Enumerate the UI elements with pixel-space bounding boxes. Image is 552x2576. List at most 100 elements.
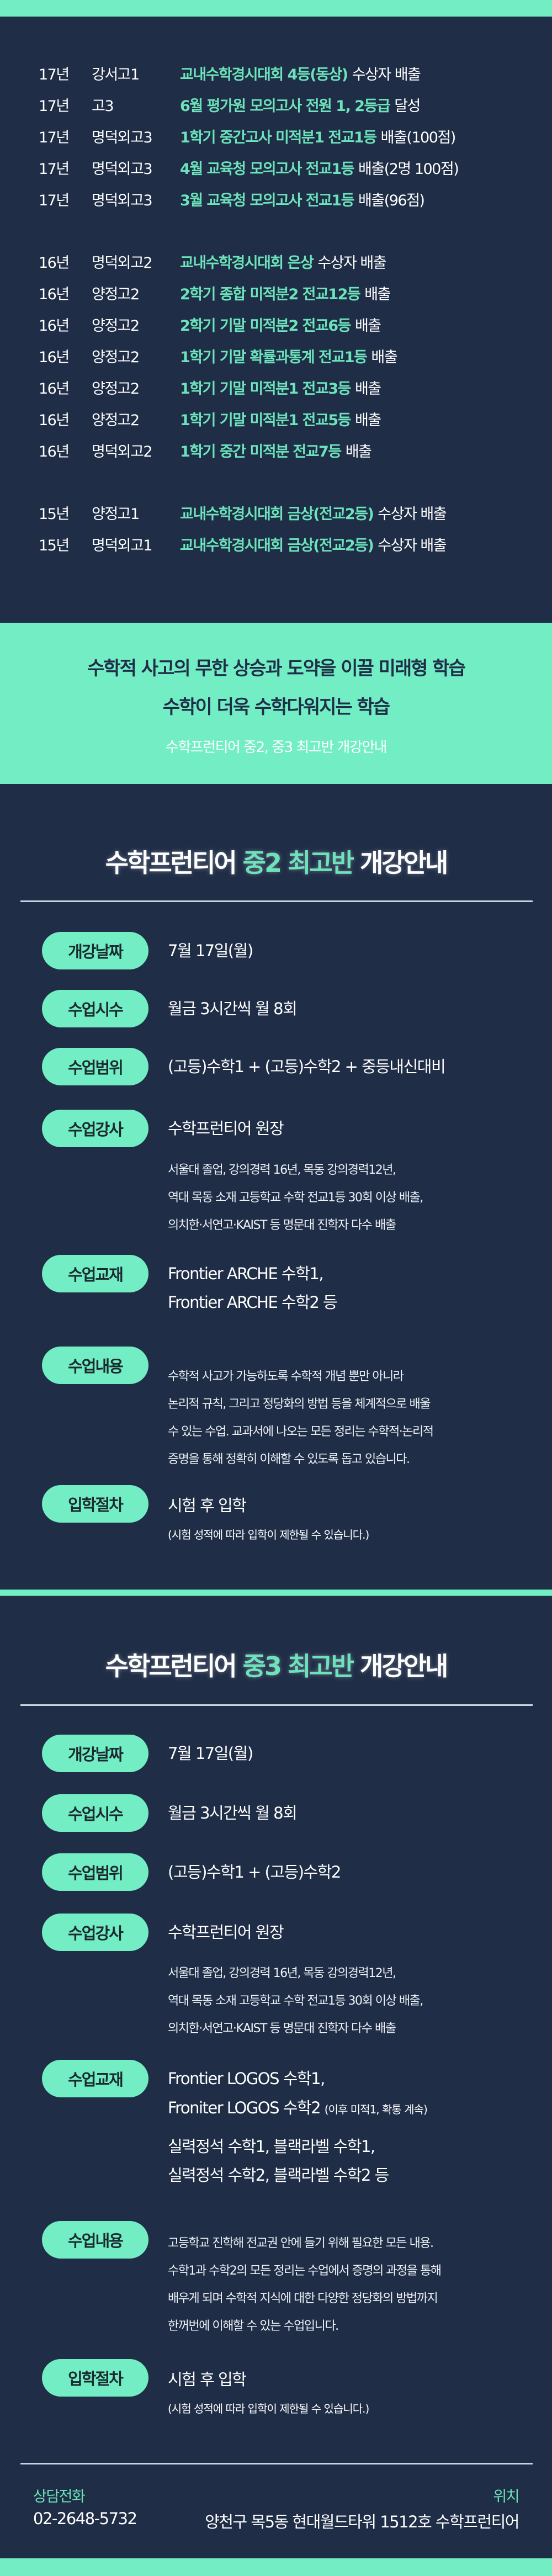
record-rest: 수상자 배출	[352, 66, 421, 83]
slogan-subtitle: 수학프런티어 중2, 중3 최고반 개강안내	[165, 739, 388, 756]
record-highlight: 교내수학경시대회 금상(전교2등)	[180, 506, 374, 523]
label-pill: 수업시수	[42, 1794, 148, 1832]
record-school: 명덕외고1	[92, 537, 153, 554]
slogan-line-2: 수학이 더욱 수학다워지는 학습	[162, 696, 390, 718]
record-year: 16년	[39, 443, 70, 460]
slogan-band	[0, 623, 552, 784]
title-suffix: 개강안내	[359, 1651, 448, 1681]
footer-divider	[20, 2463, 533, 2464]
label-pill: 입학절차	[42, 2359, 148, 2397]
record-highlight: 3월 교육청 모의고사 전교1등	[180, 192, 355, 209]
record-school: 명덕외고3	[92, 161, 153, 178]
record-year: 16년	[39, 255, 70, 272]
slogan-line-1: 수학적 사고의 무한 상승과 도약을 이끌 미래형 학습	[87, 658, 466, 680]
label-pill: 개강날짜	[42, 1735, 148, 1772]
content-line: 수 있는 수업. 교과서에 나오는 모든 정리는 수학적·논리적	[168, 1425, 434, 1439]
title-accent: 중3 최고반	[242, 1651, 354, 1681]
admission-note: (시험 성적에 따라 입학이 제한될 수 있습니다.)	[168, 1528, 369, 1541]
record-rest: 배출	[354, 317, 381, 335]
record-rest: 달성	[394, 98, 421, 115]
record-school: 명덕외고3	[92, 129, 153, 146]
book-line: Frontier ARCHE 수학1,	[168, 1264, 324, 1283]
record-school: 양정고2	[92, 286, 140, 303]
teacher-detail: 서울대 졸업, 강의경력 16년, 목동 강의경력12년,	[168, 1163, 396, 1177]
record-rest: 배출	[364, 286, 391, 303]
title-prefix: 수학프런티어	[105, 1651, 237, 1681]
section-separator-bar	[0, 1589, 552, 1596]
label-pill: 수업교재	[42, 1255, 148, 1292]
record-rest: 배출(96점)	[358, 192, 425, 209]
section-divider	[20, 1704, 533, 1706]
record-highlight: 1학기 기말 미적분1 전교3등	[180, 380, 351, 397]
record-year: 15년	[39, 537, 70, 554]
record-rest: 수상자 배출	[317, 255, 386, 272]
record-school: 고3	[92, 98, 114, 115]
content-line: 논리적 규칙, 그리고 정당화의 방법 등을 체계적으로 배울	[168, 1397, 431, 1411]
record-highlight: 1학기 중간 미적분 전교7등	[180, 443, 342, 460]
record-highlight: 6월 평가원 모의고사 전원 1, 2등급	[180, 98, 391, 115]
info-value: 수학프런티어 원장	[168, 1923, 284, 1942]
book-line: 실력정석 수학2, 블랙라벨 수학2 등	[168, 2166, 389, 2185]
record-row: 15년 양정고1 교내수학경시대회 금상(전교2등)수상자 배출	[39, 497, 535, 528]
record-highlight: 교내수학경시대회 4등(동상)	[180, 66, 348, 83]
book-line: Frontier LOGOS 수학1,	[168, 2069, 325, 2088]
record-school: 명덕외고2	[92, 443, 153, 460]
record-year: 15년	[39, 506, 70, 523]
content-line: 수학적 사고가 가능하도록 수학적 개념 뿐만 아니라	[168, 1370, 404, 1384]
record-school: 명덕외고3	[92, 192, 153, 209]
record-highlight: 교내수학경시대회 은상	[180, 255, 314, 272]
record-year: 17년	[39, 66, 70, 83]
record-school: 양정고2	[92, 349, 140, 366]
teacher-detail: 역대 목동 소재 고등학교 수학 전교1등 30회 이상 배출,	[168, 1994, 423, 2008]
record-school: 명덕외고2	[92, 255, 153, 272]
info-value: 월금 3시간씩 월 8회	[168, 999, 298, 1018]
phone-number[interactable]: 02-2648-5732	[33, 2509, 137, 2528]
record-highlight: 1학기 기말 미적분1 전교5등	[180, 412, 351, 429]
record-year: 16년	[39, 317, 70, 335]
record-highlight: 2학기 종합 미적분2 전교12등	[180, 286, 361, 303]
phone-label: 상담전화	[33, 2488, 86, 2505]
content-line: 고등학교 진학해 전교권 안에 들기 위해 필요한 모든 내용.	[168, 2236, 434, 2250]
label-pill: 개강날짜	[42, 932, 148, 969]
label-pill: 수업내용	[42, 2221, 148, 2259]
record-year: 17년	[39, 161, 70, 178]
content-line: 증명을 통해 정확히 이해할 수 있도록 돕고 있습니다.	[168, 1453, 410, 1466]
record-year: 16년	[39, 412, 70, 429]
label-pill: 수업범위	[42, 1048, 148, 1085]
info-value: (고등)수학1 + (고등)수학2 + 중등내신대비	[168, 1057, 446, 1076]
record-year: 16년	[39, 286, 70, 303]
content-line: 배우게 되며 수학적 지식에 대한 다양한 정당화의 방법까지	[168, 2292, 438, 2305]
teacher-detail: 서울대 졸업, 강의경력 16년, 목동 강의경력12년,	[168, 1967, 396, 1980]
record-highlight: 1학기 기말 확률과통계 전교1등	[180, 349, 368, 366]
record-rest: 수상자 배출	[378, 537, 447, 554]
info-value: 월금 3시간씩 월 8회	[168, 1804, 298, 1822]
label-pill: 수업시수	[42, 990, 148, 1027]
info-value: 7월 17일(월)	[168, 941, 253, 960]
record-rest: 배출	[371, 349, 397, 366]
record-rest: 수상자 배출	[378, 506, 447, 523]
book-note: (이후 미적1, 확통 계속)	[324, 2103, 428, 2116]
info-value: 7월 17일(월)	[168, 1744, 253, 1763]
section-divider	[20, 900, 533, 902]
record-rest: 배출(100점)	[380, 129, 457, 146]
location-label: 위치	[493, 2488, 519, 2505]
record-school: 양정고2	[92, 317, 140, 335]
content-line: 한꺼번에 이해할 수 있는 수업입니다.	[168, 2319, 339, 2333]
record-rest: 배출	[345, 443, 372, 460]
record-school: 양정고1	[92, 506, 140, 523]
title-accent: 중2 최고반	[242, 848, 354, 878]
content-line: 수학1과 수학2의 모든 정리는 수업에서 증명의 과정을 통해	[168, 2264, 442, 2278]
admission-note: (시험 성적에 따라 입학이 제한될 수 있습니다.)	[168, 2402, 369, 2415]
